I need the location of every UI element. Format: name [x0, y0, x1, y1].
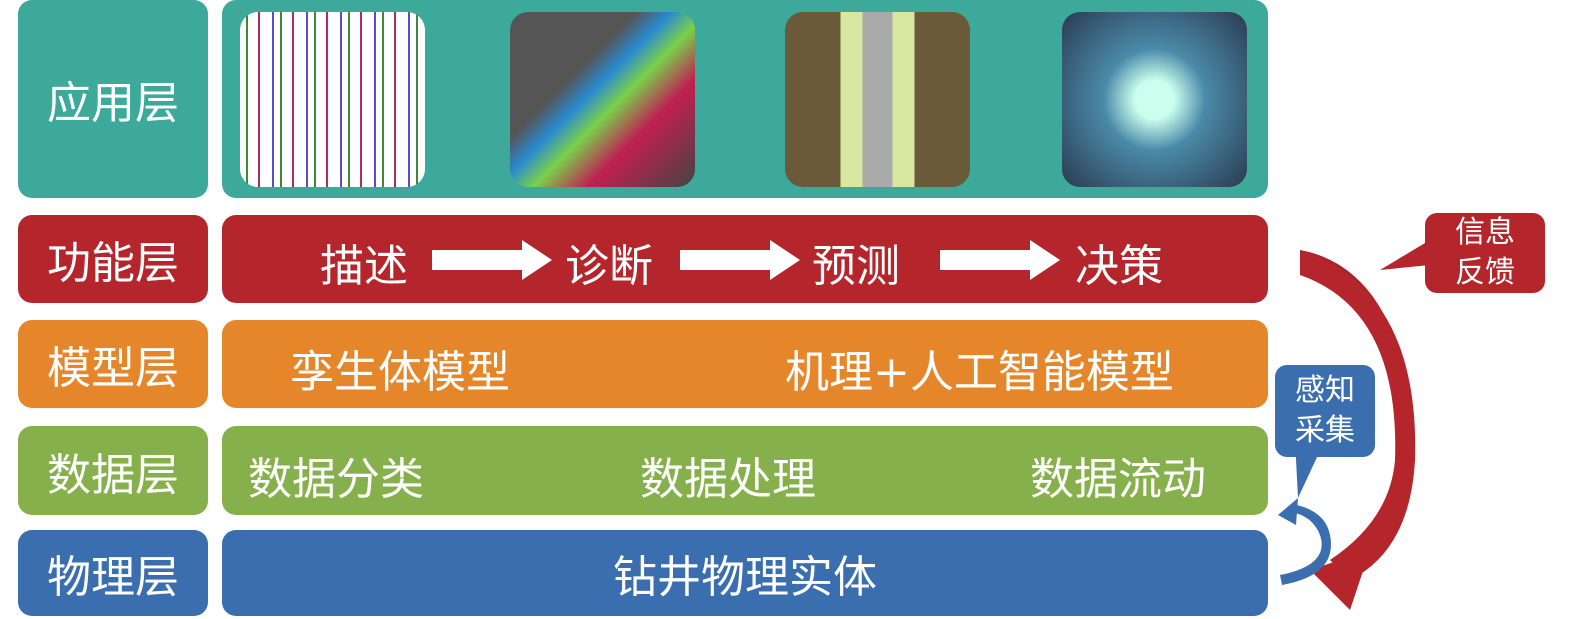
callout-tail-icon	[1380, 240, 1430, 270]
model-layer-label: 模型层	[18, 320, 208, 408]
callout-line: 信息	[1455, 215, 1515, 250]
data-classification: 数据分类	[248, 454, 424, 505]
data-layer-panel	[222, 426, 1268, 515]
func-layer-label: 功能层	[18, 215, 208, 303]
info-feedback-callout: 信息 反馈	[1425, 213, 1545, 293]
wellbore-image	[785, 12, 970, 187]
right-arrow-icon	[680, 240, 800, 280]
model-layer-panel	[222, 320, 1268, 408]
data-processing: 数据处理	[640, 454, 816, 505]
app-layer-label: 应用层	[18, 0, 208, 198]
data-flow: 数据流动	[1030, 454, 1206, 505]
right-arrow-icon	[432, 240, 552, 280]
log-curve-image	[240, 12, 425, 187]
phys-layer-label: 物理层	[18, 530, 208, 616]
right-arrow-icon	[940, 240, 1060, 280]
step-describe: 描述	[320, 241, 408, 292]
sensing-collection-callout: 感知 采集	[1275, 365, 1375, 457]
sensing-arrow-icon	[1278, 498, 1331, 585]
callout-line: 采集	[1295, 413, 1355, 448]
step-decide: 决策	[1075, 241, 1163, 292]
callout-line: 反馈	[1455, 255, 1515, 290]
bit-simulation-image	[510, 12, 695, 187]
phys-layer-panel: 钻井物理实体	[222, 530, 1268, 616]
drilling-physical-entity: 钻井物理实体	[613, 552, 877, 603]
data-layer-label: 数据层	[18, 426, 208, 515]
callout-line: 感知	[1295, 373, 1355, 408]
step-diagnose: 诊断	[565, 241, 653, 292]
twin-model: 孪生体模型	[290, 347, 510, 398]
network-image	[1062, 12, 1247, 187]
mechanism-ai-model: 机理+人工智能模型	[785, 347, 1174, 398]
feedback-arrow-icon	[1300, 250, 1416, 610]
step-predict: 预测	[812, 241, 900, 292]
